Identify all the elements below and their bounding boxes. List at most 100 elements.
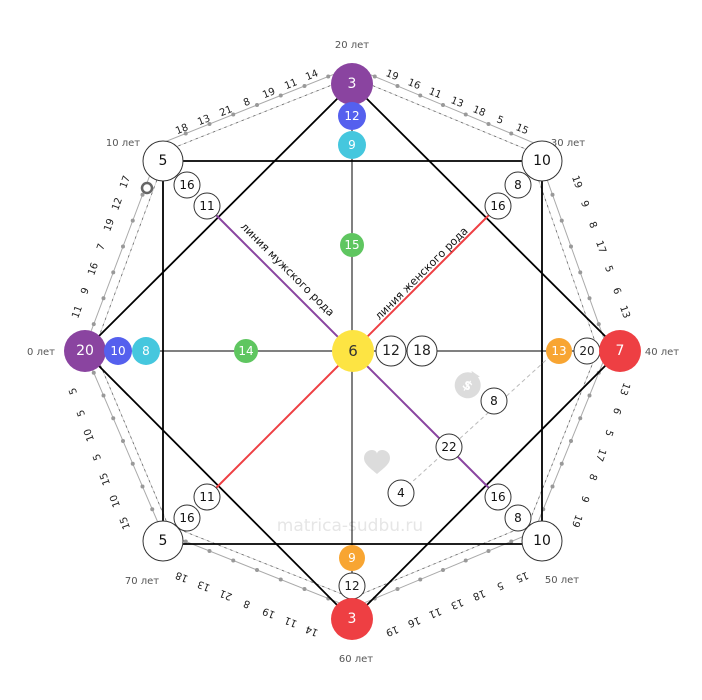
age-ring-dot bbox=[207, 122, 212, 126]
svg-text:13: 13 bbox=[617, 304, 632, 320]
money-bag-icon: $ bbox=[454, 370, 481, 399]
svg-text:18: 18 bbox=[174, 122, 190, 137]
age-ring-dot bbox=[183, 539, 188, 544]
svg-text:17: 17 bbox=[118, 174, 133, 190]
age-ring-tick bbox=[577, 397, 580, 401]
svg-text:8: 8 bbox=[514, 178, 522, 192]
age-ring-tick bbox=[134, 447, 137, 450]
age-ring-dot bbox=[130, 218, 135, 223]
node-top-main: 3 bbox=[331, 63, 373, 105]
age-ring-tick bbox=[264, 562, 268, 565]
outer-numbers-left-upper: 17 12 19 7 16 9 11 bbox=[70, 174, 133, 320]
age-ring-tick bbox=[566, 425, 569, 428]
svg-text:11: 11 bbox=[283, 614, 299, 629]
svg-text:19: 19 bbox=[384, 623, 400, 638]
age-ring-tick bbox=[411, 101, 414, 103]
node-inner-22: 22 bbox=[435, 433, 463, 461]
svg-text:16: 16 bbox=[179, 511, 194, 525]
age-label-40: 40 лет bbox=[645, 347, 679, 358]
age-ring-tick bbox=[570, 414, 573, 417]
age-ring-dot bbox=[101, 393, 106, 398]
age-ring-tick bbox=[120, 414, 123, 417]
age-ring-tick bbox=[378, 87, 381, 90]
age-ring-tick bbox=[137, 452, 139, 456]
age-ring-dot bbox=[255, 103, 259, 107]
age-ring-tick bbox=[241, 553, 245, 556]
age-ring-tick bbox=[405, 574, 409, 577]
age-ring-tick bbox=[438, 560, 442, 563]
svg-text:8: 8 bbox=[514, 511, 522, 525]
age-ring-tick bbox=[493, 135, 497, 138]
svg-text:16: 16 bbox=[406, 77, 422, 92]
svg-text:6: 6 bbox=[610, 406, 623, 416]
age-ring-tick bbox=[127, 254, 130, 258]
age-ring-tick bbox=[559, 441, 562, 445]
age-ring-dot bbox=[395, 587, 400, 591]
node-bl-3: 11 bbox=[193, 483, 221, 511]
age-ring-tick bbox=[150, 485, 153, 488]
age-ring-tick bbox=[130, 248, 132, 252]
age-ring-tick bbox=[132, 441, 135, 445]
age-ring-tick bbox=[378, 585, 381, 588]
age-label-10: 10 лет bbox=[106, 138, 140, 149]
age-ring-tick bbox=[542, 485, 545, 488]
age-ring-tick bbox=[151, 192, 153, 196]
svg-text:13: 13 bbox=[196, 578, 212, 593]
svg-text:9: 9 bbox=[79, 286, 92, 296]
outer-numbers-right-upper: 19 9 8 17 5 6 13 bbox=[569, 174, 632, 320]
svg-text:13: 13 bbox=[551, 344, 566, 358]
age-ring-tick bbox=[327, 588, 331, 590]
svg-text:15: 15 bbox=[514, 569, 530, 584]
svg-text:9: 9 bbox=[578, 494, 591, 504]
age-ring-dot bbox=[578, 416, 583, 421]
age-ring-tick bbox=[546, 204, 549, 208]
age-ring-tick bbox=[438, 112, 442, 115]
age-ring-tick bbox=[584, 311, 586, 314]
svg-text:11: 11 bbox=[283, 77, 299, 92]
age-ring-tick bbox=[195, 535, 199, 538]
age-label-30: 30 лет bbox=[551, 138, 585, 149]
svg-text:8: 8 bbox=[142, 344, 150, 358]
age-ring-tick bbox=[535, 501, 538, 505]
age-ring-dot bbox=[578, 270, 583, 275]
age-ring-tick bbox=[235, 121, 239, 124]
node-top-3: 9 bbox=[338, 131, 366, 159]
svg-text:3: 3 bbox=[348, 611, 357, 627]
svg-text:17: 17 bbox=[593, 447, 608, 463]
age-ring-tick bbox=[499, 535, 502, 538]
age-ring-tick bbox=[586, 376, 588, 379]
svg-text:10: 10 bbox=[82, 427, 97, 443]
outer-numbers-left-lower: 5 5 10 5 15 10 15 bbox=[67, 386, 133, 531]
node-center: 6 bbox=[332, 330, 374, 372]
age-ring-dot bbox=[278, 577, 283, 582]
svg-text:10: 10 bbox=[110, 344, 125, 358]
svg-text:8: 8 bbox=[242, 96, 252, 109]
age-ring-tick bbox=[590, 329, 593, 333]
age-ring-tick bbox=[102, 323, 105, 327]
node-tl-main: 5 bbox=[142, 140, 184, 182]
node-right-2: 20 bbox=[573, 337, 601, 365]
age-ring-dot bbox=[559, 218, 564, 223]
age-ring-dot bbox=[302, 587, 307, 591]
age-ring-dot bbox=[278, 93, 283, 98]
age-ring-tick bbox=[383, 89, 387, 92]
age-ring-tick bbox=[293, 574, 296, 577]
age-ring-tick bbox=[258, 112, 262, 115]
age-ring-tick bbox=[564, 430, 567, 434]
age-ring-dot bbox=[111, 416, 116, 421]
svg-text:19: 19 bbox=[384, 68, 400, 83]
age-ring-dot bbox=[130, 461, 135, 466]
age-ring-tick bbox=[488, 540, 491, 542]
age-ring-tick bbox=[466, 124, 469, 126]
svg-text:15: 15 bbox=[514, 122, 530, 137]
age-ring-tick bbox=[482, 130, 486, 133]
age-ring-tick bbox=[521, 146, 524, 149]
age-ring-tick bbox=[551, 217, 553, 221]
age-ring-tick bbox=[504, 140, 508, 142]
age-ring-tick bbox=[104, 317, 107, 321]
age-ring-tick bbox=[107, 381, 109, 385]
svg-text:16: 16 bbox=[490, 490, 505, 504]
age-ring-tick bbox=[127, 430, 130, 434]
age-ring-dots bbox=[91, 74, 601, 601]
svg-text:14: 14 bbox=[238, 344, 253, 358]
